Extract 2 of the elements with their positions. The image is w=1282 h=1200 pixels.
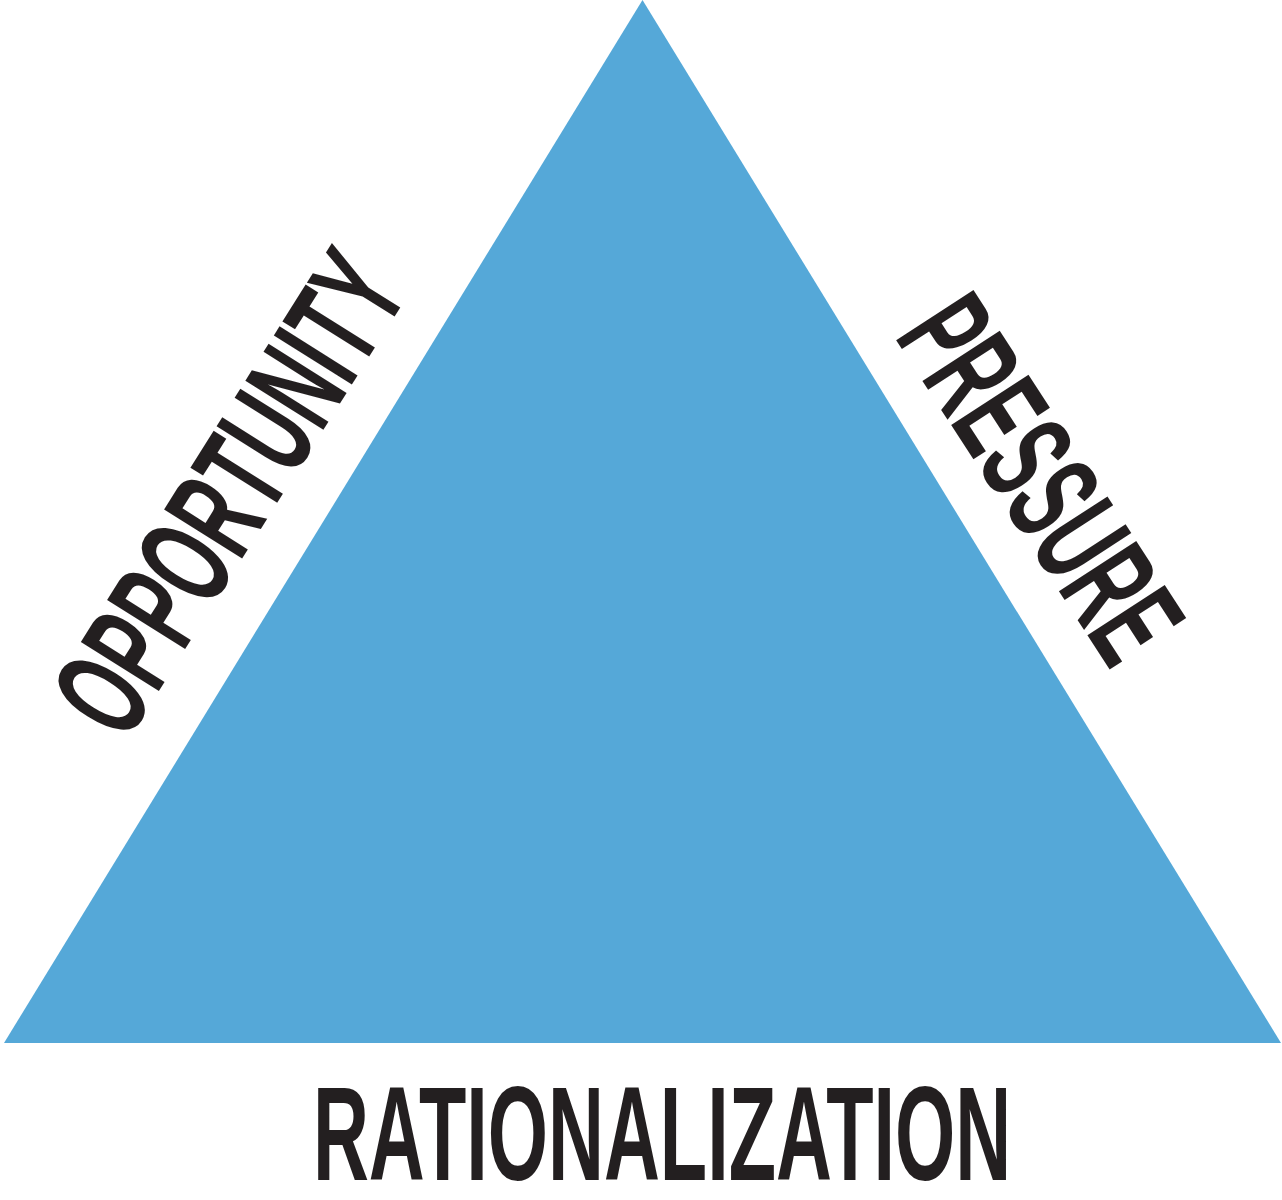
triangle [4,0,1281,1043]
base-label: RATIONALIZATION [312,1087,1012,1181]
